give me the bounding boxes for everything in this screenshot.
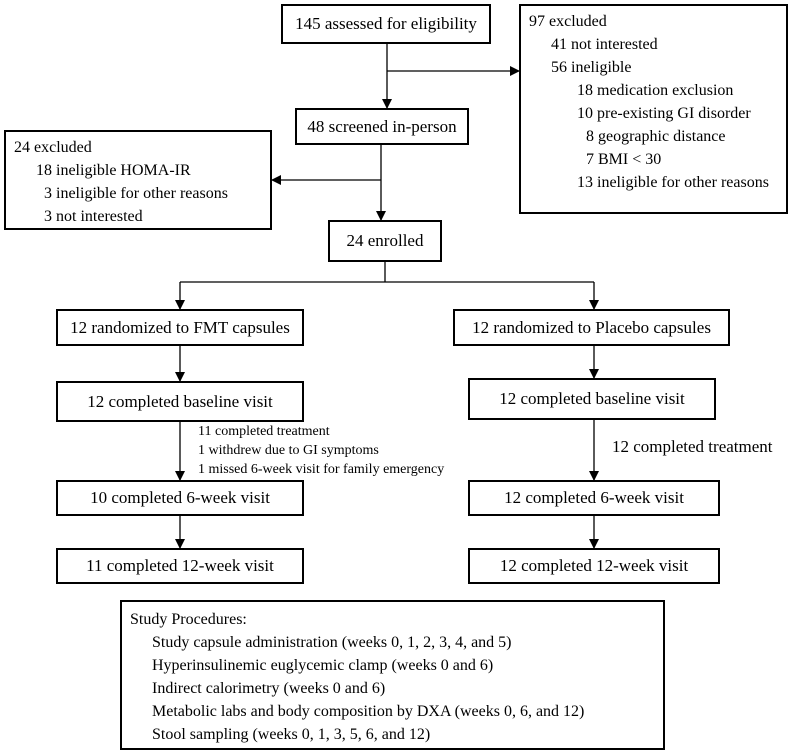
fmt-note-withdrew: 1 withdrew due to GI symptoms bbox=[198, 443, 379, 458]
fmt-notes: 11 completed treatment 1 withdrew due to… bbox=[198, 422, 444, 479]
procedure-clamp: Hyperinsulinemic euglycemic clamp (weeks… bbox=[152, 657, 494, 674]
procedures-box: Study Procedures: Study capsule administ… bbox=[120, 600, 665, 750]
fmt-week12-box: 11 completed 12-week visit bbox=[56, 548, 304, 584]
placebo-week12-label: 12 completed 12-week visit bbox=[499, 556, 689, 575]
procedure-stool: Stool sampling (weeks 0, 1, 3, 5, 6, and… bbox=[152, 726, 431, 743]
placebo-baseline-box: 12 completed baseline visit bbox=[468, 378, 716, 420]
placebo-week12-box: 12 completed 12-week visit bbox=[468, 548, 720, 584]
procedure-capsule: Study capsule administration (weeks 0, 1… bbox=[152, 634, 512, 651]
excluded-right-not-interested: 41 not interested bbox=[551, 36, 658, 53]
excluded-reason-gi-disorder: 10 pre-existing GI disorder bbox=[577, 105, 751, 122]
placebo-week6-label: 12 completed 6-week visit bbox=[504, 488, 684, 507]
placebo-week6-box: 12 completed 6-week visit bbox=[468, 480, 720, 516]
excluded-left-homa: 18 ineligible HOMA-IR bbox=[36, 162, 191, 179]
procedures-title: Study Procedures: bbox=[130, 611, 247, 628]
placebo-baseline-label: 12 completed baseline visit bbox=[499, 389, 685, 408]
placebo-note: 12 completed treatment bbox=[612, 437, 773, 457]
procedure-calorimetry: Indirect calorimetry (weeks 0 and 6) bbox=[152, 680, 386, 697]
excluded-left-title: 24 excluded bbox=[14, 139, 92, 156]
fmt-week6-label: 10 completed 6-week visit bbox=[90, 488, 270, 507]
procedure-dxa: Metabolic labs and body composition by D… bbox=[152, 703, 585, 720]
excluded-left-not-interested: 3 not interested bbox=[44, 208, 143, 225]
fmt-baseline-box: 12 completed baseline visit bbox=[56, 381, 304, 422]
placebo-randomized-box: 12 randomized to Placebo capsules bbox=[453, 309, 730, 346]
placebo-randomized-label: 12 randomized to Placebo capsules bbox=[472, 317, 711, 337]
excluded-reason-distance: 8 geographic distance bbox=[586, 128, 726, 145]
fmt-note-missed: 1 missed 6-week visit for family emergen… bbox=[198, 462, 445, 477]
excluded-right-box: 97 excluded 41 not interested 56 ineligi… bbox=[519, 4, 788, 214]
assessed-box: 145 assessed for eligibility bbox=[281, 4, 491, 44]
excluded-reason-medication: 18 medication exclusion bbox=[577, 82, 734, 99]
screened-label: 48 screened in-person bbox=[307, 116, 457, 136]
fmt-note-completed: 11 completed treatment bbox=[198, 424, 330, 439]
fmt-week12-label: 11 completed 12-week visit bbox=[86, 556, 274, 575]
fmt-randomized-box: 12 randomized to FMT capsules bbox=[56, 309, 304, 346]
excluded-left-box: 24 excluded 18 ineligible HOMA-IR 3 inel… bbox=[4, 130, 272, 230]
excluded-left-other: 3 ineligible for other reasons bbox=[44, 185, 228, 202]
excluded-right-ineligible: 56 ineligible bbox=[551, 59, 632, 76]
placebo-note-completed: 12 completed treatment bbox=[612, 437, 773, 456]
screened-box: 48 screened in-person bbox=[295, 108, 469, 145]
excluded-reason-other: 13 ineligible for other reasons bbox=[577, 174, 769, 191]
enrolled-box: 24 enrolled bbox=[328, 220, 442, 262]
fmt-baseline-label: 12 completed baseline visit bbox=[87, 391, 273, 411]
assessed-label: 145 assessed for eligibility bbox=[295, 14, 477, 33]
fmt-randomized-label: 12 randomized to FMT capsules bbox=[70, 317, 290, 337]
enrolled-label: 24 enrolled bbox=[346, 231, 424, 250]
excluded-right-title: 97 excluded bbox=[529, 13, 607, 30]
fmt-week6-box: 10 completed 6-week visit bbox=[56, 480, 304, 516]
excluded-reason-bmi: 7 BMI < 30 bbox=[586, 151, 662, 168]
